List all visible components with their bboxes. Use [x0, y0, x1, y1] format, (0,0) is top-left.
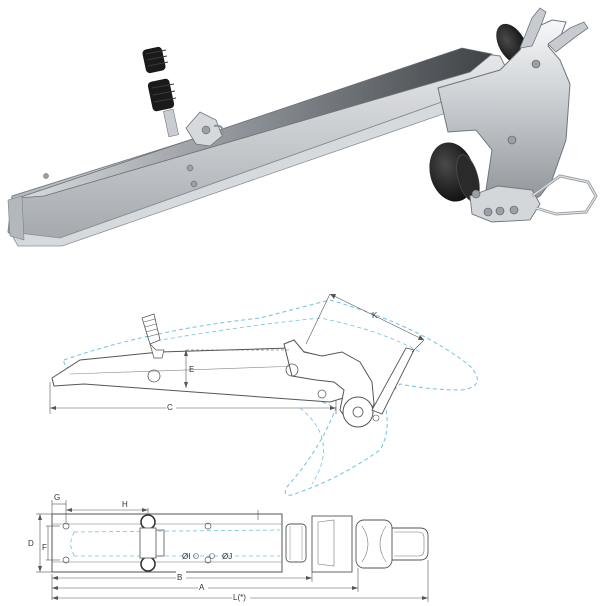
dimension-label-l: L(*) — [233, 593, 246, 602]
retaining-pin — [142, 46, 224, 147]
side-pin-knob — [141, 313, 165, 359]
dimension-l: L(*) — [52, 560, 429, 602]
dimension-b: B — [51, 571, 313, 600]
top-rear-roller — [285, 523, 307, 563]
top-pin-knob — [140, 514, 156, 530]
dimension-e: E — [184, 349, 290, 388]
dimension-label-k: K — [372, 311, 378, 320]
channel-front-lip — [7, 195, 25, 241]
dimension-k: K — [305, 293, 425, 353]
bolt-icon — [471, 189, 481, 199]
bolt-icon — [507, 135, 517, 145]
arm-claw-right — [547, 21, 589, 53]
bolt-icon — [190, 180, 198, 188]
bolt-icon — [186, 164, 194, 172]
dimension-f: F — [42, 525, 60, 561]
side-view-diagram: C E K — [49, 293, 478, 496]
dimension-label-d: D — [28, 539, 34, 548]
bolt-icon — [531, 59, 541, 69]
top-main-roller — [355, 519, 393, 569]
dimension-label-c: C — [167, 403, 173, 412]
dimension-c: C — [49, 382, 337, 414]
channel-trough — [17, 47, 493, 199]
dimension-label-e: E — [189, 365, 194, 374]
side-roller — [342, 396, 374, 428]
top-channel-outline — [51, 513, 283, 573]
dimension-label-a: A — [199, 583, 205, 592]
dimension-label-g: G — [54, 493, 60, 502]
bow-roller-photo — [7, 7, 598, 247]
dimension-label-h: H — [122, 500, 128, 509]
side-latch-lever — [371, 347, 415, 415]
dimension-g: G — [51, 493, 67, 522]
arm-claw-left — [519, 7, 547, 49]
top-pivot-arm — [311, 515, 353, 573]
top-view-diagram: G H D F ØI ØJ — [28, 493, 429, 602]
bolt-icon — [509, 205, 519, 215]
bolt-icon — [495, 206, 505, 216]
anchor-outline-dashed — [63, 299, 478, 496]
dimension-h: H — [66, 500, 149, 514]
bolt-icon — [43, 173, 49, 179]
top-anchor-dashed — [69, 529, 281, 557]
dimension-d: D — [28, 513, 52, 573]
latch-plate — [469, 185, 541, 223]
top-pin-knob — [140, 556, 156, 572]
dimension-label-b: B — [177, 573, 182, 582]
bolt-icon — [483, 207, 493, 217]
dimension-label-f: F — [42, 543, 47, 552]
dimension-label-i: ØI — [182, 552, 190, 561]
dimension-a: A — [52, 568, 359, 592]
top-latch-handle — [392, 527, 429, 561]
dimension-label-j: ØJ — [222, 552, 232, 561]
